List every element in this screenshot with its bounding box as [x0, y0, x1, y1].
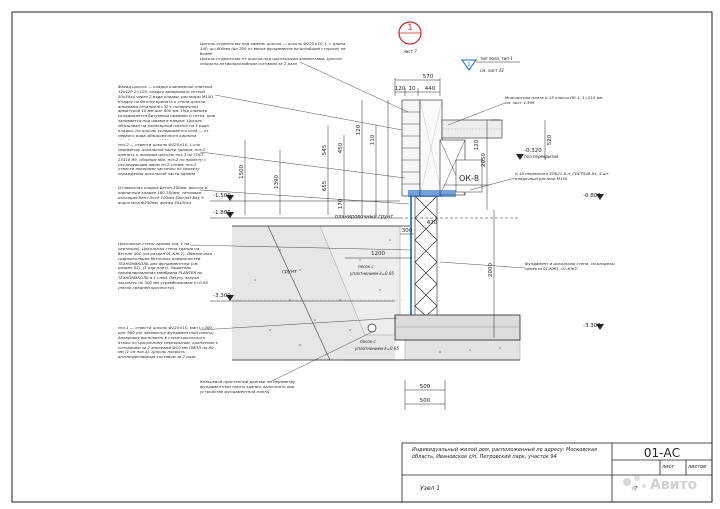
note-top-center: Цоколь-отделочная под камень цоколя — цо…	[200, 42, 346, 65]
note-right-1: Монолитная плита п-18 класса ПК-1, 1=215…	[505, 96, 602, 105]
vdim-1390: 1390	[274, 175, 280, 189]
title-sheet-label: лист	[661, 464, 675, 470]
label-sand-3: песок с	[360, 339, 376, 344]
level-right-note: пол перекрытия	[524, 154, 559, 159]
title-description: Индивидуальный жилой дом, расположенный …	[412, 447, 597, 460]
note-right-3: Фундамент и цокольная стена, см.разделы …	[525, 262, 615, 271]
sheet-border	[11, 11, 713, 503]
foundation-wall	[410, 195, 438, 327]
level-minus-1-500: -1.500	[213, 193, 231, 199]
note-left-3: Отливочная кладка Бетон 100мм, высота в …	[118, 186, 207, 205]
rdim-520: 520	[547, 134, 553, 145]
right-dimension-chain	[486, 119, 546, 338]
floor-type-marker: 1 тип пола, тип-1 см. лист 33	[461, 56, 520, 73]
note-left-5: поз.1 — отвести цоколь Ф125×10, мин L=30…	[118, 326, 218, 359]
vdim-170: 170	[338, 198, 344, 209]
foundation-slab	[394, 314, 521, 341]
window-label: ОК-8	[459, 174, 479, 183]
rdim-2000: 2000	[488, 263, 494, 277]
top-dim-440: 440	[425, 86, 436, 92]
avito-watermark: Авито	[623, 475, 698, 493]
level-minus-3-300-right: -3.300	[583, 323, 601, 329]
note-right-2: п-18 перемычка 2ПБ21-8-п, ГОСТ948-84, 4 …	[515, 172, 610, 181]
title-code: 01-АС	[644, 446, 680, 460]
note-left-4: Цокольные стены здания (см. 1 на чертежа…	[118, 242, 212, 290]
vdim-545: 545	[322, 144, 328, 155]
node-marker-sheet: лист 7	[402, 49, 417, 54]
drain-pipe	[367, 323, 377, 333]
label-sand-4: уплотнением k=0.95	[354, 346, 399, 351]
note-left-6: Кольцевой пристенный дренаж по периметру…	[200, 380, 295, 394]
label-planning-soil: планировочный грунт	[335, 214, 394, 220]
title-block	[401, 442, 713, 503]
rdim-120: 120	[474, 139, 480, 150]
mid-dimensions	[345, 233, 414, 259]
floor-type-number: 1	[467, 62, 470, 68]
mid-dim-300: 300	[402, 228, 413, 234]
top-dim-570: 570	[423, 74, 434, 80]
mid-dim-420: 420	[427, 220, 438, 226]
rdim-2050: 2050	[481, 153, 487, 167]
bottom-dimension-chain	[404, 380, 446, 410]
top-dimension-chain	[394, 78, 441, 96]
vdim-120: 120	[356, 124, 362, 135]
title-node: Узел 1	[420, 485, 440, 492]
vdim-110: 110	[370, 134, 376, 145]
label-sand-2: уплотнением k=0.95	[349, 271, 394, 276]
node-marker: 1 лист 7	[398, 21, 422, 54]
window-ok8: ОК-8	[444, 159, 490, 193]
soil-texture	[254, 239, 501, 353]
vdim-1500: 1500	[239, 165, 245, 179]
title-sheets-label: листов	[687, 464, 706, 470]
mid-dim-1200: 1200	[371, 251, 385, 257]
vdim-655: 655	[322, 180, 328, 191]
level-markers: -1.500 -1.800 -3.300 -0.320 пол перекрыт…	[213, 148, 604, 330]
bottom-dim-500a: 500	[420, 384, 431, 390]
note-left-2: поз.2 — отвести цоколь Ф125×10, L=по пер…	[118, 143, 206, 176]
watermark-text: Авито	[650, 477, 698, 493]
level-minus-0-320: -0.320	[524, 148, 542, 154]
label-soil: грунт	[282, 269, 298, 275]
title-sheet-number: 7	[634, 486, 638, 492]
bottom-dim-500b: 500	[420, 398, 431, 404]
level-minus-1-800: -1.800	[213, 210, 231, 216]
floor-type-sheet: см. лист 33	[480, 68, 504, 73]
vertical-dimension-chain	[244, 100, 389, 215]
top-dim-120: 120	[395, 86, 406, 92]
node-marker-number: 1	[407, 23, 412, 32]
note-left-1: Фасад цоколя — кладка клинкерной плиткой…	[118, 85, 215, 140]
floor-type-label: тип пола, тип-1	[480, 56, 513, 61]
vdim-450: 450	[338, 142, 344, 153]
soil-zone	[232, 225, 521, 361]
label-sand-1: песок с	[358, 264, 374, 269]
level-lines	[210, 200, 520, 302]
level-minus-3-300: -3.300	[213, 293, 231, 299]
level-minus-0-800: -0.800	[583, 193, 601, 199]
top-dim-10: 10	[409, 86, 416, 92]
leader-lines	[189, 61, 526, 383]
